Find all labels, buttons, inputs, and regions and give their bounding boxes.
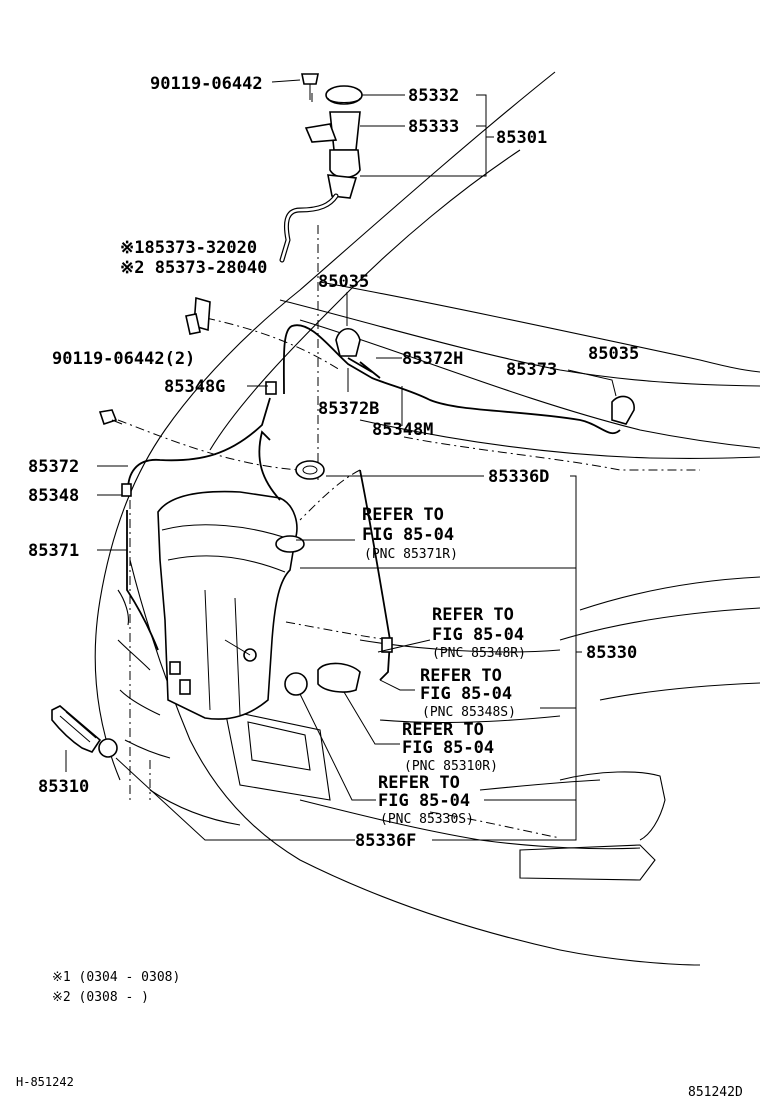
footer-right-code: 851242D [688,1085,743,1100]
svg-text:FIG 85-04: FIG 85-04 [378,791,470,811]
svg-text:(PNC 85310R): (PNC 85310R) [404,759,498,774]
refer-callouts: REFER TO FIG 85-04 (PNC 85371R) REFER TO… [362,505,526,827]
svg-text:REFER TO: REFER TO [402,720,484,740]
nozzle-left [335,327,361,357]
label-hose-85372: 85372 [28,457,79,477]
label-bolt-top: 90119-06442 [150,74,263,94]
label-joint-b: 85372B [318,399,379,419]
refer-85348r: REFER TO FIG 85-04 (PNC 85348R) [432,605,526,661]
footer-left-code: H-851242 [16,1075,74,1089]
label-joint-h: 85372H [402,349,463,369]
filler-inlet [304,85,363,199]
svg-text:FIG 85-04: FIG 85-04 [420,684,512,704]
label-grommet-d: 85336D [488,467,549,487]
note-2: ※2 (0308 - ) [52,990,149,1005]
label-bolt-qty: 90119-06442(2) [52,349,195,369]
svg-text:REFER TO: REFER TO [432,605,514,625]
washer-tank [157,490,305,720]
svg-text:FIG 85-04: FIG 85-04 [432,625,524,645]
svg-text:(PNC 85348R): (PNC 85348R) [432,646,526,661]
notes: ※1 (0304 - 0308) ※2 (0308 - ) [52,970,180,1005]
svg-text:REFER TO: REFER TO [362,505,444,525]
washer-hose-main [121,324,621,681]
label-inlet-assy: 85301 [496,128,547,148]
svg-text:(PNC 85330S): (PNC 85330S) [380,812,474,827]
label-nozzle-right: 85035 [588,344,639,364]
washer-pump [51,662,361,753]
label-joint-85348: 85348 [28,486,79,506]
refer-85348s: REFER TO FIG 85-04 (PNC 85348S) [420,666,516,720]
label-hose-main: 85373 [506,360,557,380]
svg-text:FIG 85-04: FIG 85-04 [402,738,494,758]
label-inlet: 85333 [408,117,459,137]
bolts [98,73,319,426]
label-hose-85371: 85371 [28,541,79,561]
part-labels: 90119-06442 85332 85333 85301 ※185373-32… [28,74,639,851]
grommet-85336f [98,672,308,758]
nozzle-right [611,395,635,425]
clip-85373 [185,296,211,335]
label-joint-g: 85348G [164,377,225,397]
svg-text:(PNC 85348S): (PNC 85348S) [422,705,516,720]
label-tank: 85330 [586,643,637,663]
label-nozzle-left: 85035 [318,272,369,292]
note-1: ※1 (0304 - 0308) [52,970,180,985]
label-hose-2: ※2 85373-28040 [120,258,267,278]
refer-85371r: REFER TO FIG 85-04 (PNC 85371R) [362,505,458,562]
label-grommet-f: 85336F [355,831,416,851]
refer-85330s: REFER TO FIG 85-04 (PNC 85330S) [378,773,474,827]
filler-hose [279,193,339,263]
svg-text:(PNC 85371R): (PNC 85371R) [364,547,458,562]
label-cap: 85332 [408,86,459,106]
svg-text:REFER TO: REFER TO [378,773,460,793]
grommet-85336d [295,460,325,480]
label-joint-m: 85348M [372,420,433,440]
label-pump: 85310 [38,777,89,797]
svg-text:FIG 85-04: FIG 85-04 [362,525,454,545]
svg-text:REFER TO: REFER TO [420,666,502,686]
leader-lines [65,79,617,841]
label-hose-1: ※185373-32020 [120,238,257,258]
refer-85310r: REFER TO FIG 85-04 (PNC 85310R) [402,720,498,774]
reference-lines [117,90,700,839]
